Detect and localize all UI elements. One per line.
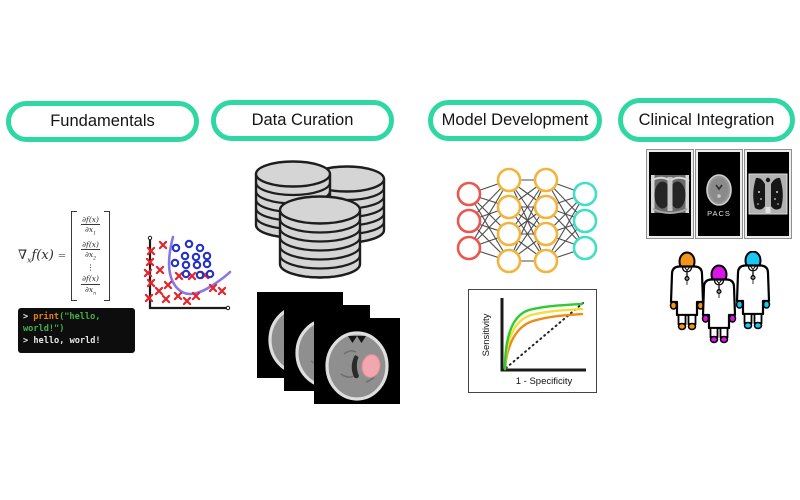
clinicians-icon	[669, 251, 771, 344]
partial-fraction: ∂f(x)∂x1	[81, 215, 100, 237]
right-bracket	[103, 211, 110, 302]
database-cylinder	[278, 195, 362, 279]
vertical-dots: ⋮	[86, 263, 95, 273]
formula-equals: =	[57, 250, 67, 262]
gradient-formula: ∇xf(x) = ∂f(x)∂x1 ∂f(x)∂x2 ⋮ ∂f(x)∂xn	[18, 211, 110, 302]
terminal-line-3: > hello, world!	[23, 336, 101, 346]
roc-plot: Sensitivity 1 - Specificity	[481, 298, 586, 387]
pacs-workstation: PACS	[647, 150, 791, 238]
pacs-monitor-chest-ct	[745, 150, 791, 238]
stage-pill-fundamentals: Fundamentals	[6, 101, 199, 142]
clinician-right	[735, 251, 771, 330]
roc-curve-panel: Sensitivity 1 - Specificity	[468, 289, 597, 393]
stage-label: Data Curation	[251, 111, 354, 129]
pacs-monitor-brain-mri: PACS	[696, 150, 742, 238]
stage-pill-model-development: Model Development	[428, 100, 602, 141]
ct-scan-stack-illustration	[257, 292, 400, 404]
stage-label: Clinical Integration	[638, 110, 775, 129]
stage-pill-data-curation: Data Curation	[211, 100, 394, 141]
roc-curve-yellow	[503, 307, 584, 371]
pacs-label: PACS	[707, 209, 731, 218]
partial-fraction: ∂f(x)∂x2	[81, 239, 100, 262]
network-nodes-and-links	[456, 167, 598, 274]
terminal-line-2: world!")	[23, 324, 65, 334]
neural-network-icon	[456, 167, 598, 274]
stage-label: Model Development	[441, 111, 589, 129]
chest-ct-image	[748, 173, 788, 215]
stage-label: Fundamentals	[50, 112, 155, 130]
lesion-segmentation	[361, 354, 381, 378]
gradient-vector: ∂f(x)∂x1 ∂f(x)∂x2 ⋮ ∂f(x)∂xn	[78, 211, 103, 301]
prompt: >	[23, 312, 29, 322]
print-keyword: print	[33, 312, 60, 322]
roc-curve-orange	[503, 312, 584, 371]
chest-xray-image	[650, 175, 690, 214]
classification-scatter-icon	[143, 235, 232, 311]
chance-diagonal	[505, 302, 584, 369]
terminal-line-1: > print("hello,	[23, 311, 130, 323]
roc-ylabel: Sensitivity	[481, 313, 492, 356]
left-bracket	[71, 211, 78, 302]
roc-curve-green	[503, 302, 584, 371]
database-stack-icon	[254, 160, 386, 279]
roc-xlabel: 1 - Specificity	[516, 376, 573, 387]
clinician-front	[701, 264, 737, 344]
pacs-monitor-chest-xray	[647, 150, 693, 238]
partial-fraction: ∂f(x)∂xn	[81, 274, 100, 297]
brain-scan-image: PACS	[706, 174, 732, 218]
clinician-left	[669, 251, 705, 331]
formula-lhs: ∇xf(x)	[18, 247, 54, 265]
string-literal: ("hello,	[59, 312, 101, 322]
code-terminal: > print("hello, world!") > hello, world!	[18, 308, 135, 353]
stage-pill-clinical-integration: Clinical Integration	[618, 98, 795, 142]
ct-slice-front	[314, 318, 400, 404]
scatter-markers	[143, 239, 227, 306]
